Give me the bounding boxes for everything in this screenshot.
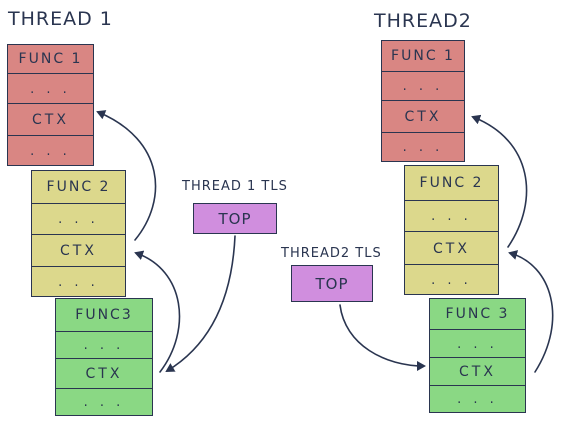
func2-name: FUNC 2: [46, 179, 111, 195]
func2-dots-2: . . .: [405, 264, 498, 295]
thread1-arrow-top-to-func3: [165, 235, 236, 373]
func2-dots-2: . . .: [32, 266, 125, 297]
func2-ctx: CTX: [32, 234, 125, 267]
thread2-func2-frame: FUNC 2 . . . CTX . . .: [404, 165, 499, 295]
thread1-title: THREAD 1: [8, 8, 113, 30]
func1-ctx: CTX: [382, 100, 464, 133]
thread2-arrow-func2-to-func1: [471, 114, 528, 248]
func3-dots-2: . . .: [56, 388, 152, 416]
func2-dots: . . .: [405, 200, 498, 232]
thread1-func1-frame: FUNC 1 . . . CTX . . .: [7, 44, 94, 166]
thread2-title: THREAD2: [374, 10, 472, 32]
thread2-arrow-top-to-func3: [339, 304, 426, 371]
thread2-func3-frame: FUNC 3 . . . CTX . . .: [429, 298, 526, 413]
thread1-arrow-func2-to-func1: [96, 110, 157, 241]
func3-ctx: CTX: [56, 358, 152, 389]
thread2-top-pointer: TOP: [291, 265, 373, 302]
func3-dots: . . .: [56, 331, 152, 359]
func2-dots: . . .: [32, 203, 125, 235]
func1-name: FUNC 1: [391, 48, 455, 64]
thread2-func1-frame: FUNC 1 . . . CTX . . .: [381, 40, 465, 162]
func3-name: FUNC3: [75, 307, 133, 323]
func2-name: FUNC 2: [419, 175, 484, 191]
thread1-top-pointer: TOP: [193, 203, 277, 234]
func3-name: FUNC 3: [445, 306, 510, 322]
func3-dots-2: . . .: [430, 385, 525, 413]
func1-dots-2: . . .: [8, 135, 93, 166]
thread2-tls-label: THREAD2 TLS: [281, 246, 382, 261]
thread1-tls-label: THREAD 1 TLS: [182, 179, 288, 194]
func1-dots-2: . . .: [382, 132, 464, 162]
func1-ctx: CTX: [8, 103, 93, 136]
thread1-func2-frame: FUNC 2 . . . CTX . . .: [31, 170, 126, 297]
func2-ctx: CTX: [405, 231, 498, 265]
func3-dots: . . .: [430, 329, 525, 358]
func1-dots: . . .: [8, 73, 93, 104]
func1-name: FUNC 1: [18, 51, 83, 67]
func3-ctx: CTX: [430, 357, 525, 386]
func1-dots: . . .: [382, 71, 464, 101]
thread2-arrow-func3-to-func2: [508, 250, 554, 373]
thread1-func3-frame: FUNC3 . . . CTX . . .: [55, 298, 153, 416]
thread1-arrow-func3-to-func2: [134, 250, 181, 373]
